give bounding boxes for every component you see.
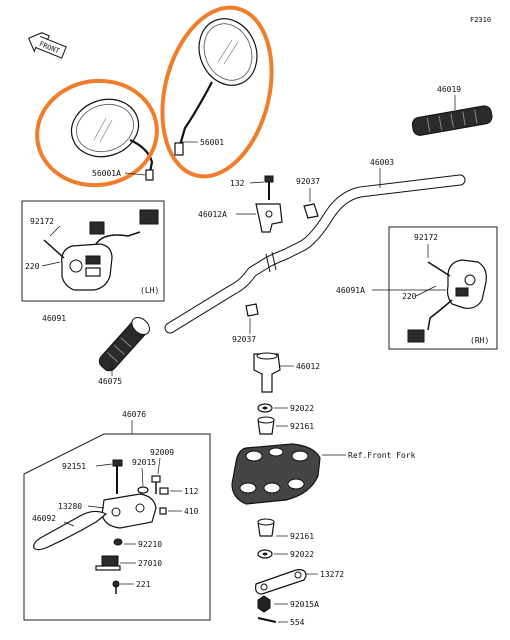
label-46075: 46075 — [98, 377, 122, 386]
label-554: 554 — [290, 618, 305, 627]
label-56001A: 56001A — [92, 169, 121, 178]
label-92009: 92009 — [150, 448, 174, 457]
lh-tag: (LH) — [140, 286, 159, 295]
label-46076: 46076 — [122, 410, 146, 419]
label-92161-top: 92161 — [290, 422, 314, 431]
screw-112 — [159, 487, 169, 495]
switch-27010 — [95, 555, 121, 571]
label-410: 410 — [184, 507, 199, 516]
front-arrow-icon: FRONT — [28, 32, 67, 59]
label-92037-top: 92037 — [296, 177, 320, 186]
clamp-92037-top — [303, 203, 319, 219]
label-132: 132 — [230, 179, 245, 188]
pin-554 — [257, 617, 277, 623]
grip-rh — [411, 105, 493, 136]
highlight-56001A — [35, 78, 159, 188]
clamp-92037-mid — [245, 303, 259, 317]
label-13272: 13272 — [320, 570, 344, 579]
nut-92015A — [257, 595, 271, 613]
label-220-lh: 220 — [25, 262, 40, 271]
plate-13272 — [255, 569, 307, 595]
lever-box — [23, 433, 211, 621]
label-46003: 46003 — [370, 158, 394, 167]
label-92015: 92015 — [132, 458, 156, 467]
label-92151: 92151 — [62, 462, 86, 471]
label-92161-bottom: 92161 — [290, 532, 314, 541]
holder-lower — [253, 352, 281, 393]
label-92172-lh: 92172 — [30, 217, 54, 226]
bracket-13280 — [101, 493, 157, 529]
washer-92015 — [137, 486, 149, 494]
part-92210 — [113, 538, 123, 546]
label-221: 221 — [136, 580, 151, 589]
label-46012: 46012 — [296, 362, 320, 371]
label-92172-rh: 92172 — [414, 233, 438, 242]
label-92015A: 92015A — [290, 600, 319, 609]
mirror-rh — [174, 18, 258, 156]
label-92022-top: 92022 — [290, 404, 314, 413]
label-46019: 46019 — [437, 85, 461, 94]
lh-switch-box — [21, 200, 165, 302]
highlight-56001 — [160, 5, 274, 179]
label-92037-mid: 92037 — [232, 335, 256, 344]
damper-92161-bottom — [257, 518, 275, 537]
bolt-92151 — [112, 459, 123, 494]
label-27010: 27010 — [138, 559, 162, 568]
label-13280: 13280 — [58, 502, 82, 511]
label-46091: 46091 — [42, 314, 66, 323]
holder-upper — [255, 203, 283, 233]
label-112: 112 — [184, 487, 199, 496]
damper-92161-top — [257, 416, 275, 435]
screw-92009 — [151, 475, 161, 494]
lever-46092 — [33, 510, 108, 551]
ref-front-fork: Ref.Front Fork — [348, 451, 416, 460]
label-56001: 56001 — [200, 138, 224, 147]
switch-lh — [43, 209, 159, 291]
triple-clamp — [231, 443, 321, 505]
mirror-lh — [70, 98, 154, 181]
diagram-code: F2310 — [470, 16, 491, 24]
label-46091A: 46091A — [336, 286, 365, 295]
label-92210: 92210 — [138, 540, 162, 549]
label-46092: 46092 — [32, 514, 56, 523]
bolt-132 — [264, 175, 274, 200]
screw-410 — [159, 507, 167, 515]
switch-rh — [407, 259, 487, 343]
rh-switch-box — [388, 226, 498, 350]
screw-221 — [112, 580, 120, 594]
label-46012A: 46012A — [198, 210, 227, 219]
grip-lh — [98, 317, 150, 372]
rh-tag: (RH) — [470, 336, 489, 345]
label-92022-bottom: 92022 — [290, 550, 314, 559]
label-220-rh: 220 — [402, 292, 417, 301]
